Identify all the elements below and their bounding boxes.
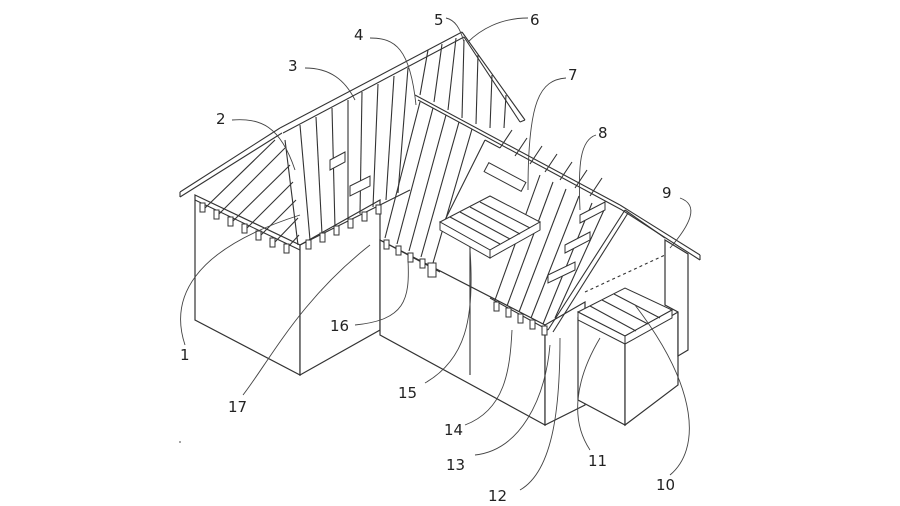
callout-16: 16 xyxy=(330,317,349,335)
callout-11: 11 xyxy=(588,452,607,470)
leader-10 xyxy=(634,304,690,476)
leader-11 xyxy=(577,337,601,451)
callout-14: 14 xyxy=(444,421,463,439)
callout-8: 8 xyxy=(598,124,608,142)
main-wall-right xyxy=(299,198,381,377)
leader-7 xyxy=(527,77,567,191)
stray-mark xyxy=(179,441,181,443)
flat-deck-right xyxy=(576,287,674,345)
callout-2: 2 xyxy=(216,110,226,128)
wing-wall-rear xyxy=(664,238,689,358)
leader-13 xyxy=(474,344,551,456)
wing-wall-side xyxy=(544,300,586,426)
callout-1: 1 xyxy=(180,346,190,364)
dashed-line xyxy=(584,254,666,293)
flat-deck-center xyxy=(438,162,542,259)
callout-9: 9 xyxy=(662,184,672,202)
roof-outline xyxy=(179,31,701,333)
main-rafter-tails xyxy=(199,202,382,254)
deck-top xyxy=(438,195,542,251)
leader-16 xyxy=(354,259,409,326)
callout-17: 17 xyxy=(228,398,247,416)
callout-3: 3 xyxy=(288,57,298,75)
leader-12 xyxy=(519,337,561,491)
leader-15 xyxy=(424,249,472,384)
leader-lines xyxy=(180,17,692,491)
main-wall-left xyxy=(194,194,301,376)
house-walls xyxy=(194,194,689,427)
callout-12: 12 xyxy=(488,487,507,505)
leader-9 xyxy=(669,197,692,249)
wing-roof-rafters xyxy=(383,101,606,336)
callout-4: 4 xyxy=(354,26,364,44)
leader-4 xyxy=(369,37,417,106)
callout-13: 13 xyxy=(446,456,465,474)
main-ridge xyxy=(279,31,463,129)
hip-rafter xyxy=(284,139,299,246)
leader-1 xyxy=(180,214,301,346)
main-roof-rafters xyxy=(199,37,507,254)
leader-17 xyxy=(242,244,371,396)
leader-8 xyxy=(578,134,597,211)
wing-rafter-tails xyxy=(383,239,548,336)
leader-2 xyxy=(231,119,296,171)
leader-14 xyxy=(464,329,513,426)
leader-3 xyxy=(304,67,356,101)
callout-15: 15 xyxy=(398,384,417,402)
callout-7: 7 xyxy=(568,66,578,84)
callout-10: 10 xyxy=(656,476,675,494)
valley-rafter xyxy=(439,139,486,231)
leader-6 xyxy=(467,17,529,43)
callout-labels: 1 2 3 4 5 6 7 8 9 10 11 12 13 14 15 16 1… xyxy=(180,11,675,505)
callout-5: 5 xyxy=(434,11,444,29)
callout-6: 6 xyxy=(530,11,540,29)
leader-5 xyxy=(445,17,465,43)
